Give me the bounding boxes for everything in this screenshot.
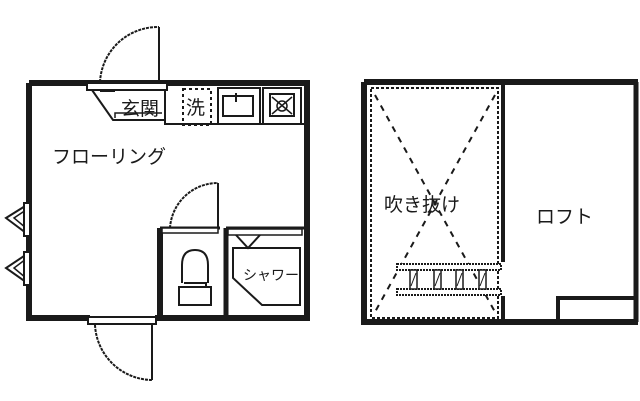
room-label-living: フローリング: [52, 146, 167, 168]
shower-unit: [227, 228, 303, 306]
balcony-door: [87, 316, 157, 381]
toilet: [178, 248, 212, 306]
ladder: [396, 263, 502, 296]
washer-space: [182, 88, 212, 126]
kitchen-sink: [217, 87, 261, 125]
room-label-genkan: 玄関: [121, 98, 160, 120]
room-label-washer: 洗: [186, 97, 206, 119]
stove: [262, 87, 302, 125]
void-area: [370, 87, 499, 319]
genkan-area: [91, 89, 166, 121]
loft-walls: [361, 79, 639, 325]
room-label-void: 吹き抜け: [384, 194, 461, 216]
room-label-loft: ロフト: [536, 206, 594, 228]
entrance-door: [86, 25, 168, 91]
room-label-shower: シャワー: [243, 268, 299, 284]
toilet-door: [161, 181, 219, 234]
windows-left: [4, 201, 31, 287]
